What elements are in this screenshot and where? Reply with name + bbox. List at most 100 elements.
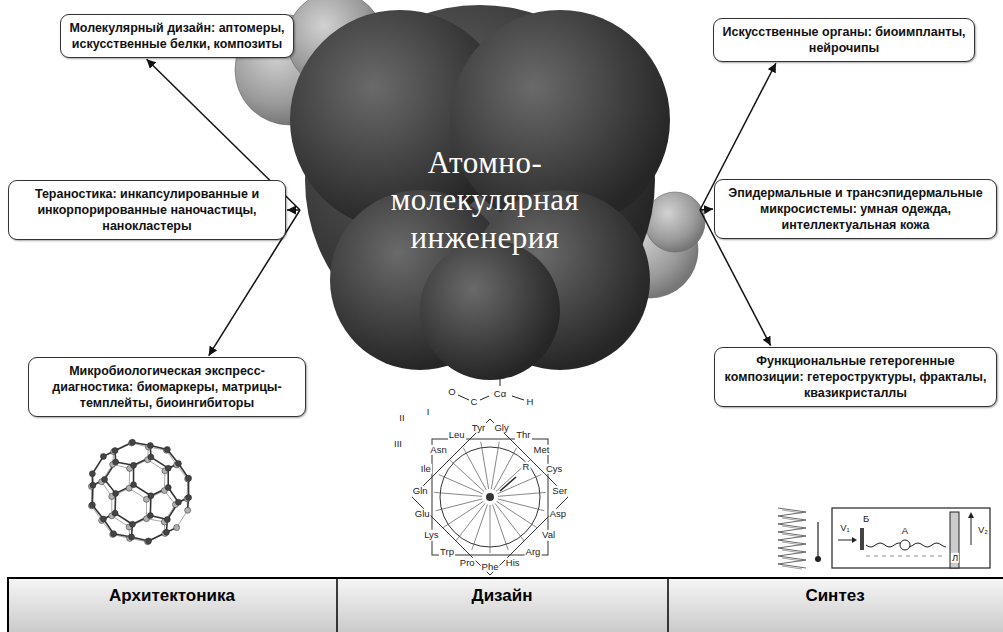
fullerene-atom	[175, 499, 181, 505]
figure-label: H	[526, 397, 535, 407]
fullerene-atom	[131, 482, 137, 488]
fullerene-atom	[89, 471, 95, 477]
fullerene-atom	[129, 439, 135, 445]
wheel-frame	[412, 419, 568, 575]
figure-label: Ile	[420, 464, 432, 474]
figure-label: Met	[533, 444, 551, 454]
figure-label: Glu	[414, 509, 431, 519]
fan-arrow	[287, 209, 300, 211]
figure-label: III	[393, 439, 403, 449]
fullerene-atom	[148, 493, 154, 499]
table-cell: Дизайн	[472, 586, 533, 606]
subphase	[866, 556, 870, 557]
topic-box: Молекулярный дизайн: аптомеры, искусстве…	[60, 14, 294, 59]
subphase	[922, 556, 926, 557]
molecular-layer	[782, 550, 802, 553]
topic-text: Эпидермальные и трансэпидермальные микро…	[723, 185, 988, 234]
trough-frame	[832, 508, 990, 568]
figure-label: Gln	[412, 486, 429, 496]
fullerene-atom	[113, 490, 119, 496]
substrate-rod	[950, 512, 959, 568]
subphase	[938, 556, 942, 557]
molecular-layer	[782, 526, 802, 529]
subphase	[898, 556, 902, 557]
wheel-frame	[432, 439, 548, 555]
fullerene-atom	[112, 448, 118, 454]
fullerene-atom	[100, 516, 106, 522]
fan-arrow	[700, 209, 713, 210]
fullerene-atom	[147, 513, 153, 519]
topic-text: Функциональные гетерогенные композиции: …	[723, 353, 988, 402]
wheel-spoke	[434, 492, 482, 496]
wheel-spoke	[497, 501, 537, 527]
table-cell: Архитектоника	[109, 586, 235, 606]
figure-label: I	[426, 407, 431, 417]
topic-box: Микробиологическая экспресс-диагностика:…	[28, 357, 306, 418]
figure-label: O	[447, 387, 456, 397]
fullerene-atom	[112, 510, 118, 516]
subphase	[914, 556, 918, 557]
molecular-layer	[782, 518, 802, 521]
wheel-spoke	[449, 459, 484, 492]
atom-sphere	[645, 192, 705, 252]
figure-label: Arg	[525, 547, 542, 557]
figure-label: Б	[862, 514, 870, 524]
fullerene-atom	[185, 507, 191, 513]
wheel-spoke	[481, 442, 489, 489]
topic-box: Тераностика: инкапсулированные и инкорпо…	[8, 180, 286, 241]
wheel-center	[486, 493, 494, 501]
figure-label: C	[470, 397, 479, 407]
fullerene-atom	[148, 454, 154, 460]
fullerene-atom	[100, 453, 106, 459]
molecular-layer	[782, 542, 802, 545]
figure-label: V₂	[977, 525, 989, 535]
figure-label: Pro	[459, 558, 476, 568]
fullerene-atom	[128, 534, 134, 540]
velocity-arrow	[838, 540, 852, 541]
figure-label: Ser	[551, 486, 568, 496]
wheel-spoke	[498, 499, 545, 511]
table-divider	[336, 578, 338, 632]
atom-sphere	[420, 240, 560, 380]
wheel-spoke	[472, 505, 488, 550]
fullerene-atom	[175, 461, 181, 467]
wheel-spoke	[497, 475, 541, 494]
fullerene-atom	[186, 475, 192, 481]
molecular-layer	[782, 510, 802, 513]
molecular-layer	[782, 566, 802, 569]
topic-text: Тераностика: инкапсулированные и инкорпо…	[17, 186, 277, 235]
helical-wheel	[412, 376, 568, 575]
fullerene-atom	[145, 539, 151, 545]
fullerene-atom	[164, 447, 170, 453]
figure-label: А	[901, 526, 909, 536]
fullerene-atom	[89, 502, 95, 508]
subphase	[874, 556, 878, 557]
subphase	[882, 556, 886, 557]
topic-text: Микробиологическая экспресс-диагностика:…	[37, 363, 297, 412]
wheel-spoke	[494, 448, 517, 490]
thermometer	[815, 556, 821, 562]
figure-label: R	[522, 462, 531, 472]
velocity-arrow	[852, 537, 857, 543]
chain-bond	[500, 376, 501, 386]
figure-label: Asn	[429, 444, 447, 454]
topic-text: Искусственные органы: биоимпланты, нейро…	[722, 24, 966, 57]
chain-bond	[512, 396, 524, 400]
fullerene-atom	[90, 482, 96, 488]
fullerene-atom	[111, 531, 117, 537]
figure-label: Thr	[515, 430, 531, 440]
chain-bond	[458, 395, 469, 400]
fullerene-atom	[131, 462, 137, 468]
table-cell: Синтез	[805, 586, 864, 606]
fullerene-atom	[102, 476, 108, 482]
wheel-spoke	[456, 503, 485, 541]
fullerene-atom	[147, 443, 153, 449]
topic-box: Искусственные органы: биоимпланты, нейро…	[713, 18, 975, 63]
fullerene-atom	[164, 517, 170, 523]
wheel-spoke	[490, 505, 491, 553]
wheel-spoke	[498, 492, 546, 496]
figure-label: His	[505, 558, 521, 568]
molecule-model	[235, 0, 705, 380]
fullerene-atom	[186, 495, 192, 501]
